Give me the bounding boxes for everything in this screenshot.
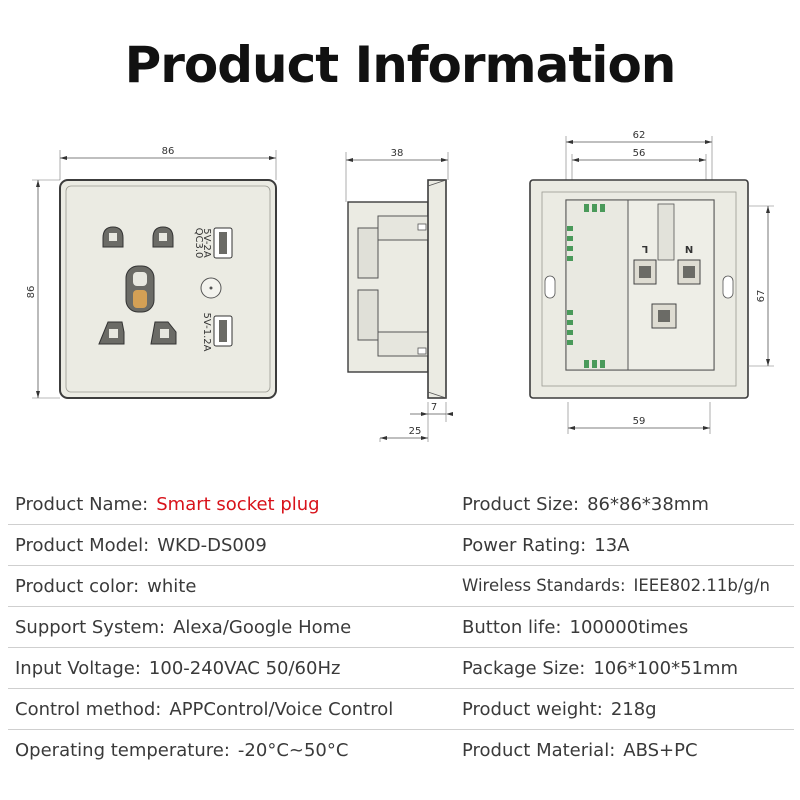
- spec-value: 100-240VAC 50/60Hz: [148, 658, 341, 679]
- spec-label: Operating temperature:: [15, 740, 230, 761]
- spec-label: Support System:: [15, 617, 166, 638]
- spec-row: Product Name: Smart socket plug Product S…: [0, 486, 800, 526]
- spec-right: Button life: 100000times: [462, 617, 688, 638]
- usb-bottom-label: 5V-1.2A: [201, 313, 212, 352]
- spec-row: Product color: white Wireless Standards: I…: [0, 568, 800, 608]
- terminal-n-label: N: [685, 243, 693, 254]
- usb-top-label: 5V-2A: [201, 228, 212, 258]
- spec-value: ABS+PC: [623, 740, 698, 761]
- spec-right: Wireless Standards: IEEE802.11b/g/n: [462, 576, 770, 595]
- front-view: 86 86 5V-2A QC3.0 5V-1.2A: [26, 146, 277, 399]
- spec-row: Input Voltage: 100-240VAC 50/60Hz Package…: [0, 650, 800, 690]
- spec-left: Support System: Alexa/Google Home: [15, 617, 351, 638]
- spec-label: Product Size:: [462, 494, 580, 515]
- row-divider: [8, 524, 794, 525]
- technical-drawings: 86 86 5V-2A QC3.0 5V-1.2A: [26, 130, 774, 442]
- spec-value: 218g: [610, 699, 657, 720]
- spec-row: Control method:APPControl/Voice Control …: [0, 691, 800, 731]
- spec-value: APPControl/Voice Control: [169, 699, 394, 720]
- spec-label: Button life:: [462, 617, 562, 638]
- spec-row: Operating temperature: -20°C~50°C Product…: [0, 732, 800, 772]
- spec-label: Product Name:: [15, 494, 149, 515]
- row-divider: [8, 565, 794, 566]
- spec-value: -20°C~50°C: [237, 740, 349, 761]
- spec-right: Power Rating: 13A: [462, 535, 629, 556]
- back-inner-width-label: 56: [633, 148, 646, 159]
- spec-value: Smart socket plug: [156, 494, 320, 515]
- spec-row: Product Model: WKD-DS009 Power Rating: 13A: [0, 527, 800, 567]
- spec-left: Operating temperature: -20°C~50°C: [15, 740, 348, 761]
- spec-right: Package Size: 106*100*51mm: [462, 658, 738, 679]
- spec-value: 13A: [594, 535, 630, 556]
- spec-value: 106*100*51mm: [593, 658, 739, 679]
- spec-left: Control method: APPControl/Voice Control: [15, 699, 393, 720]
- spec-left: Product color: white: [15, 576, 196, 597]
- back-bottom-width-label: 59: [633, 416, 646, 427]
- spec-value: 100000times: [569, 617, 689, 638]
- side-view: 38 7 25: [345, 148, 453, 442]
- spec-right: Product Size: 86*86*38mm: [462, 494, 709, 515]
- row-divider: [8, 688, 794, 689]
- spec-label: Product Material:: [462, 740, 616, 761]
- spec-value: IEEE802.11b/g/n: [633, 576, 770, 595]
- side-depth-label: 38: [391, 148, 404, 159]
- back-height-label: 67: [756, 290, 767, 303]
- spec-label: Package Size:: [462, 658, 586, 679]
- spec-value: Alexa/Google Home: [173, 617, 352, 638]
- front-width-label: 86: [162, 146, 175, 157]
- spec-value: WKD-DS009: [157, 535, 267, 556]
- spec-label: Power Rating:: [462, 535, 587, 556]
- terminal-l-label: L: [641, 243, 648, 254]
- spec-value: 86*86*38mm: [587, 494, 709, 515]
- side-body-label: 25: [409, 426, 422, 437]
- spec-left: Product Name: Smart socket plug: [15, 494, 320, 515]
- spec-left: Input Voltage: 100-240VAC 50/60Hz: [15, 658, 340, 679]
- spec-left: Product Model: WKD-DS009: [15, 535, 267, 556]
- page-title: Product Information: [124, 36, 677, 94]
- spec-label: Wireless Standards:: [462, 576, 626, 595]
- back-view: 62 56: [529, 130, 774, 434]
- row-divider: [8, 606, 794, 607]
- spec-value: white: [147, 576, 197, 597]
- usb-qc-label: QC3.0: [193, 228, 204, 259]
- row-divider: [8, 729, 794, 730]
- spec-label: Product color:: [15, 576, 140, 597]
- back-outer-width-label: 62: [633, 130, 646, 141]
- spec-right: Product Material: ABS+PC: [462, 740, 698, 761]
- row-divider: [8, 647, 794, 648]
- front-height-label: 86: [26, 286, 37, 299]
- spec-right: Product weight: 218g: [462, 699, 657, 720]
- side-plate-label: 7: [431, 402, 437, 413]
- spec-row: Support System: Alexa/Google Home Button …: [0, 609, 800, 649]
- spec-label: Product Model:: [15, 535, 150, 556]
- spec-label: Input Voltage:: [15, 658, 141, 679]
- spec-label: Product weight:: [462, 699, 603, 720]
- spec-label: Control method:: [15, 699, 162, 720]
